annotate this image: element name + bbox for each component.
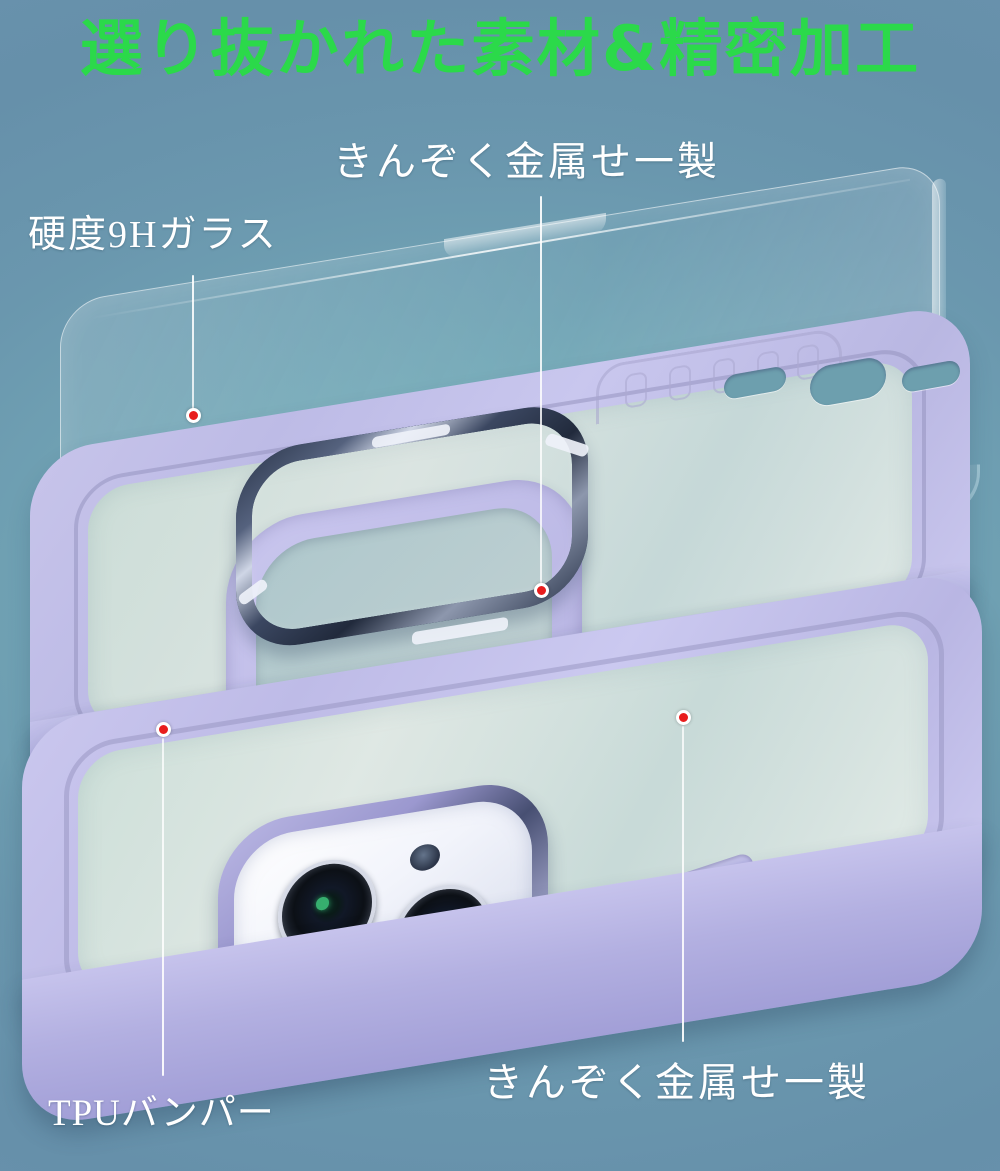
callout-dot-glass — [186, 408, 201, 423]
leader-line-metal-bottom — [682, 726, 684, 1042]
callout-label-tpu: TPUバンパー — [48, 1093, 275, 1134]
callout-label-metal-bottom: きんぞく金属せ一製 — [483, 1060, 870, 1105]
callout-label-metal-top: きんぞく金属せ一製 — [333, 139, 720, 184]
callout-dot-tpu — [156, 722, 171, 737]
lidar-sensor-icon — [410, 842, 440, 873]
leader-line-glass — [192, 275, 194, 413]
leader-line-metal-top — [540, 196, 542, 588]
page-title: 選り抜かれた素材&精密加工 — [79, 12, 921, 85]
ring-highlight — [237, 577, 269, 607]
callout-dot-metal-bottom — [676, 710, 691, 725]
leader-line-tpu — [162, 738, 164, 1076]
callout-label-glass: 硬度9Hガラス — [28, 214, 278, 256]
callout-dot-metal-top — [534, 583, 549, 598]
